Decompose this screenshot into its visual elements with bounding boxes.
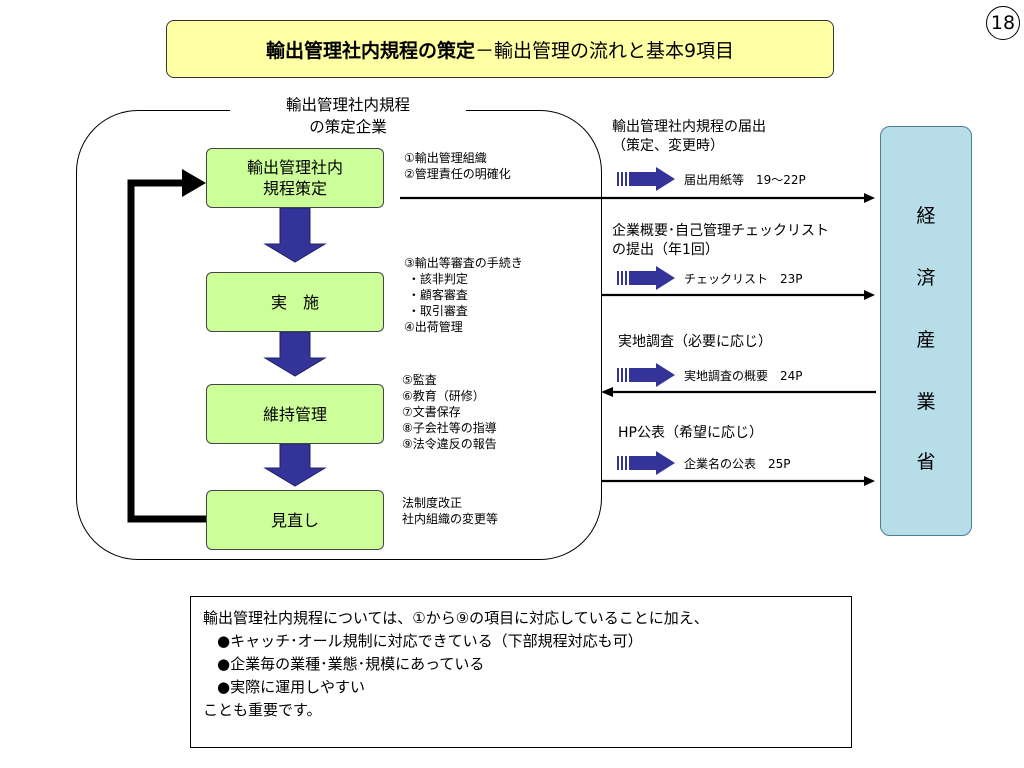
step-label: 見直し xyxy=(270,510,319,530)
feedback-loop-line xyxy=(127,179,206,523)
title-sub: －輸出管理の流れと基本9項目 xyxy=(474,39,735,62)
step-policy-creation: 輸出管理社内 規程策定 xyxy=(206,148,384,208)
step-notes-2: ③輸出等審査の手続き ・該非判定 ・顧客審査 ・取引審査 ④出荷管理 xyxy=(404,256,523,334)
feedback-loop-arrowhead xyxy=(182,169,206,197)
meti-char: 産 xyxy=(916,329,936,351)
down-arrow-1 xyxy=(263,207,327,263)
flow-line-2-head xyxy=(864,290,875,300)
flow-doc-notification: 届出用紙等 19～22P xyxy=(684,173,806,187)
flow-doc-publication: 企業名の公表 25P xyxy=(684,457,791,471)
summary-bullet: ●キャッチ･オール規制に対応できている（下部規程対応も可） xyxy=(217,632,643,650)
summary-intro: 輸出管理社内規程については、①から⑨の項目に対応していることに加え、 xyxy=(203,609,709,627)
company-frame-label: 輸出管理社内規程 の策定企業 xyxy=(230,94,466,138)
meti-char: 経 xyxy=(916,205,936,227)
doc-arrow-4 xyxy=(617,451,675,475)
title-main: 輸出管理社内規程の策定 xyxy=(265,39,475,62)
step-label: 規程策定 xyxy=(262,179,327,198)
meti-char: 省 xyxy=(916,451,936,473)
doc-arrow-1 xyxy=(617,167,675,191)
company-frame-label-line2: の策定企業 xyxy=(309,118,387,136)
flow-doc-checklist: チェックリスト 23P xyxy=(684,272,803,286)
step-notes-4: 法制度改正 社内組織の変更等 xyxy=(402,496,499,526)
flow-doc-inspection: 実地調査の概要 24P xyxy=(684,369,803,383)
step-label: 維持管理 xyxy=(262,404,327,424)
page-title: 輸出管理社内規程の策定－輸出管理の流れと基本9項目 xyxy=(166,20,834,78)
meti-box: 経 済 産 業 省 xyxy=(880,126,972,536)
step-label: 実 施 xyxy=(270,292,319,312)
step-review: 見直し xyxy=(206,490,384,550)
step-notes-3: ⑤監査 ⑥教育（研修） ⑦文書保存 ⑧子会社等の指導 ⑨法令違反の報告 xyxy=(402,373,497,451)
summary-box: 輸出管理社内規程については、①から⑨の項目に対応していることに加え、 ●キャッチ… xyxy=(190,596,852,748)
page-number: 18 xyxy=(986,6,1020,40)
step-implementation: 実 施 xyxy=(206,272,384,332)
step-notes-1: ①輸出管理組織 ②管理責任の明確化 xyxy=(404,151,511,181)
flow-label-notification: 輸出管理社内規程の届出 （策定、変更時） xyxy=(612,119,766,154)
meti-char: 業 xyxy=(916,391,936,413)
company-frame-label-line1: 輸出管理社内規程 xyxy=(285,96,410,114)
flow-label-publication: HP公表（希望に応じ） xyxy=(618,425,763,441)
summary-closing: ことも重要です。 xyxy=(203,701,322,719)
flow-label-checklist: 企業概要･自己管理チェックリスト の提出（年1回） xyxy=(612,223,829,258)
flow-line-1-head xyxy=(864,193,875,203)
doc-arrow-2 xyxy=(617,266,675,290)
meti-char: 済 xyxy=(916,267,936,289)
summary-bullet: ●実際に運用しやすい xyxy=(217,678,365,696)
flow-line-3-head xyxy=(601,387,613,397)
flow-line-4-head xyxy=(864,476,875,486)
step-maintenance: 維持管理 xyxy=(206,384,384,444)
doc-arrow-3 xyxy=(617,363,675,387)
down-arrow-3 xyxy=(263,443,327,487)
summary-bullet: ●企業毎の業種･業態･規模にあっている xyxy=(217,655,485,673)
step-label: 輸出管理社内 xyxy=(246,158,343,177)
down-arrow-2 xyxy=(263,331,327,377)
flow-label-inspection: 実地調査（必要に応じ） xyxy=(618,334,772,350)
